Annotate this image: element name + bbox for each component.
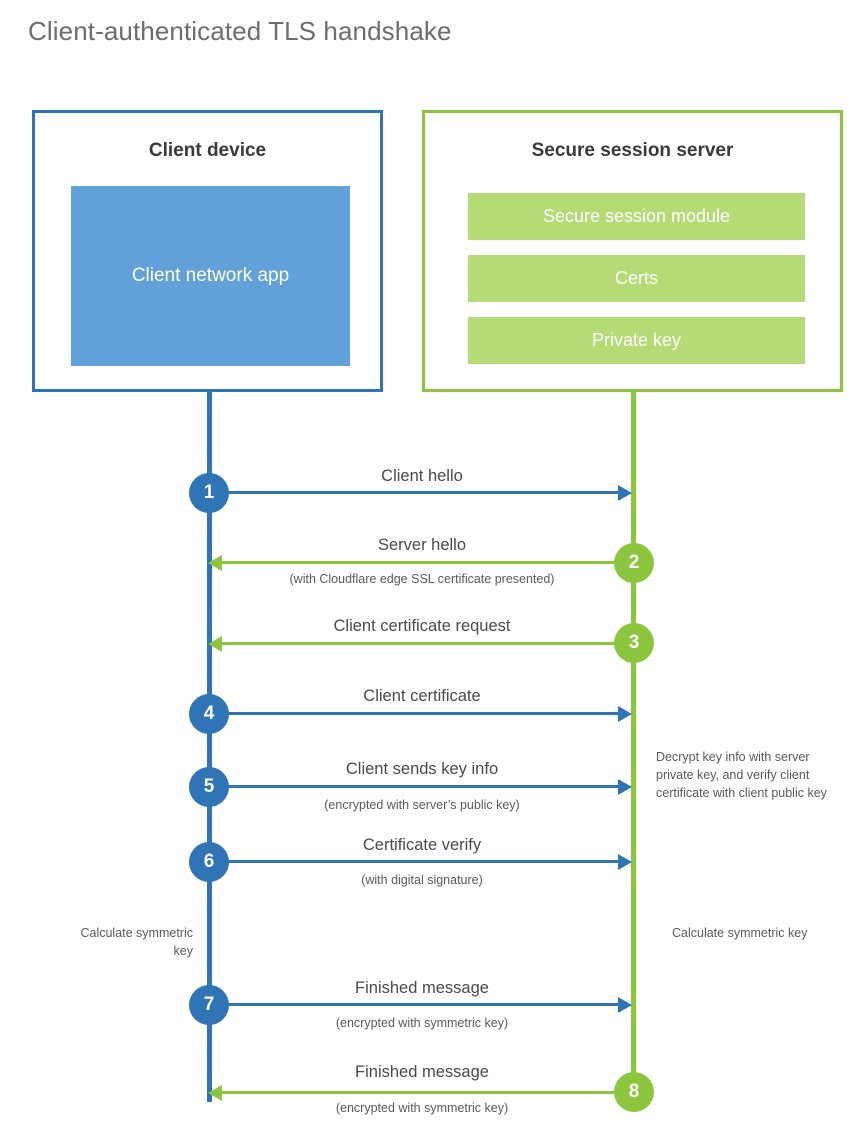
step-5-marker[interactable]: 5 bbox=[189, 767, 229, 807]
server-lifeline bbox=[631, 392, 636, 1093]
step-2-marker[interactable]: 2 bbox=[614, 543, 654, 583]
secure-session-server-title: Secure session server bbox=[531, 140, 734, 161]
step-8-sublabel: (encrypted with symmetric key) bbox=[335, 1101, 509, 1115]
step-1-marker[interactable]: 1 bbox=[189, 473, 229, 513]
step-6-marker[interactable]: 6 bbox=[189, 842, 229, 882]
step-6-sublabel: (with digital signature) bbox=[361, 873, 483, 887]
step-1-label: Client hello bbox=[381, 467, 463, 485]
step-1-arrow-head bbox=[618, 485, 632, 501]
page-title: Client-authenticated TLS handshake bbox=[28, 16, 452, 46]
client-network-app-box: Client network app bbox=[71, 186, 350, 366]
step-5-arrow-head bbox=[618, 779, 632, 795]
step-8-marker[interactable]: 8 bbox=[614, 1072, 654, 1112]
step-3-arrow-head bbox=[208, 636, 222, 652]
step-3-label: Client certificate request bbox=[333, 617, 511, 635]
step-3-marker[interactable]: 3 bbox=[614, 623, 654, 663]
server-decrypt-note: Decrypt key info with server private key… bbox=[656, 750, 827, 800]
step-7-arrow-line bbox=[210, 1003, 620, 1006]
step-6-arrow-line bbox=[210, 860, 620, 863]
server-bar-secure-session-module: Secure session module bbox=[468, 193, 805, 240]
client-device-panel: Client device Client network app bbox=[32, 110, 383, 392]
server-bar-private-key: Private key bbox=[468, 317, 805, 364]
step-5-sublabel: (encrypted with server’s public key) bbox=[324, 798, 520, 812]
step-7-arrow-head bbox=[618, 997, 632, 1013]
step-7-sublabel: (encrypted with symmetric key) bbox=[335, 1016, 509, 1030]
step-7-marker[interactable]: 7 bbox=[189, 985, 229, 1025]
step-8-arrow-head bbox=[208, 1085, 222, 1101]
step-2-arrow-line bbox=[222, 561, 634, 564]
step-2-label: Server hello bbox=[377, 536, 467, 554]
step-6-label: Certificate verify bbox=[362, 836, 482, 854]
step-8-label: Finished message bbox=[355, 1063, 489, 1081]
step-2-arrow-head bbox=[208, 555, 222, 571]
step-4-arrow-line bbox=[210, 712, 620, 715]
step-4-marker[interactable]: 4 bbox=[189, 694, 229, 734]
step-4-label: Client certificate bbox=[363, 687, 481, 705]
server-bar-certs: Certs bbox=[468, 255, 805, 302]
client-calculate-symmetric-key-note: Calculate symmetric key bbox=[80, 926, 193, 958]
step-3-arrow-line bbox=[222, 642, 634, 645]
server-calculate-symmetric-key-note: Calculate symmetric key bbox=[672, 926, 808, 940]
client-device-title: Client device bbox=[148, 140, 267, 161]
step-8-arrow-line bbox=[222, 1091, 634, 1094]
step-4-arrow-head bbox=[618, 706, 632, 722]
step-7-label: Finished message bbox=[355, 979, 489, 997]
client-lifeline bbox=[207, 392, 212, 1102]
step-6-arrow-head bbox=[618, 854, 632, 870]
step-5-arrow-line bbox=[210, 785, 620, 788]
secure-session-server-panel: Secure session server Secure session mod… bbox=[422, 110, 843, 392]
step-2-sublabel: (with Cloudflare edge SSL certificate pr… bbox=[289, 572, 555, 586]
step-5-label: Client sends key info bbox=[345, 760, 499, 778]
step-1-arrow-line bbox=[210, 491, 620, 494]
